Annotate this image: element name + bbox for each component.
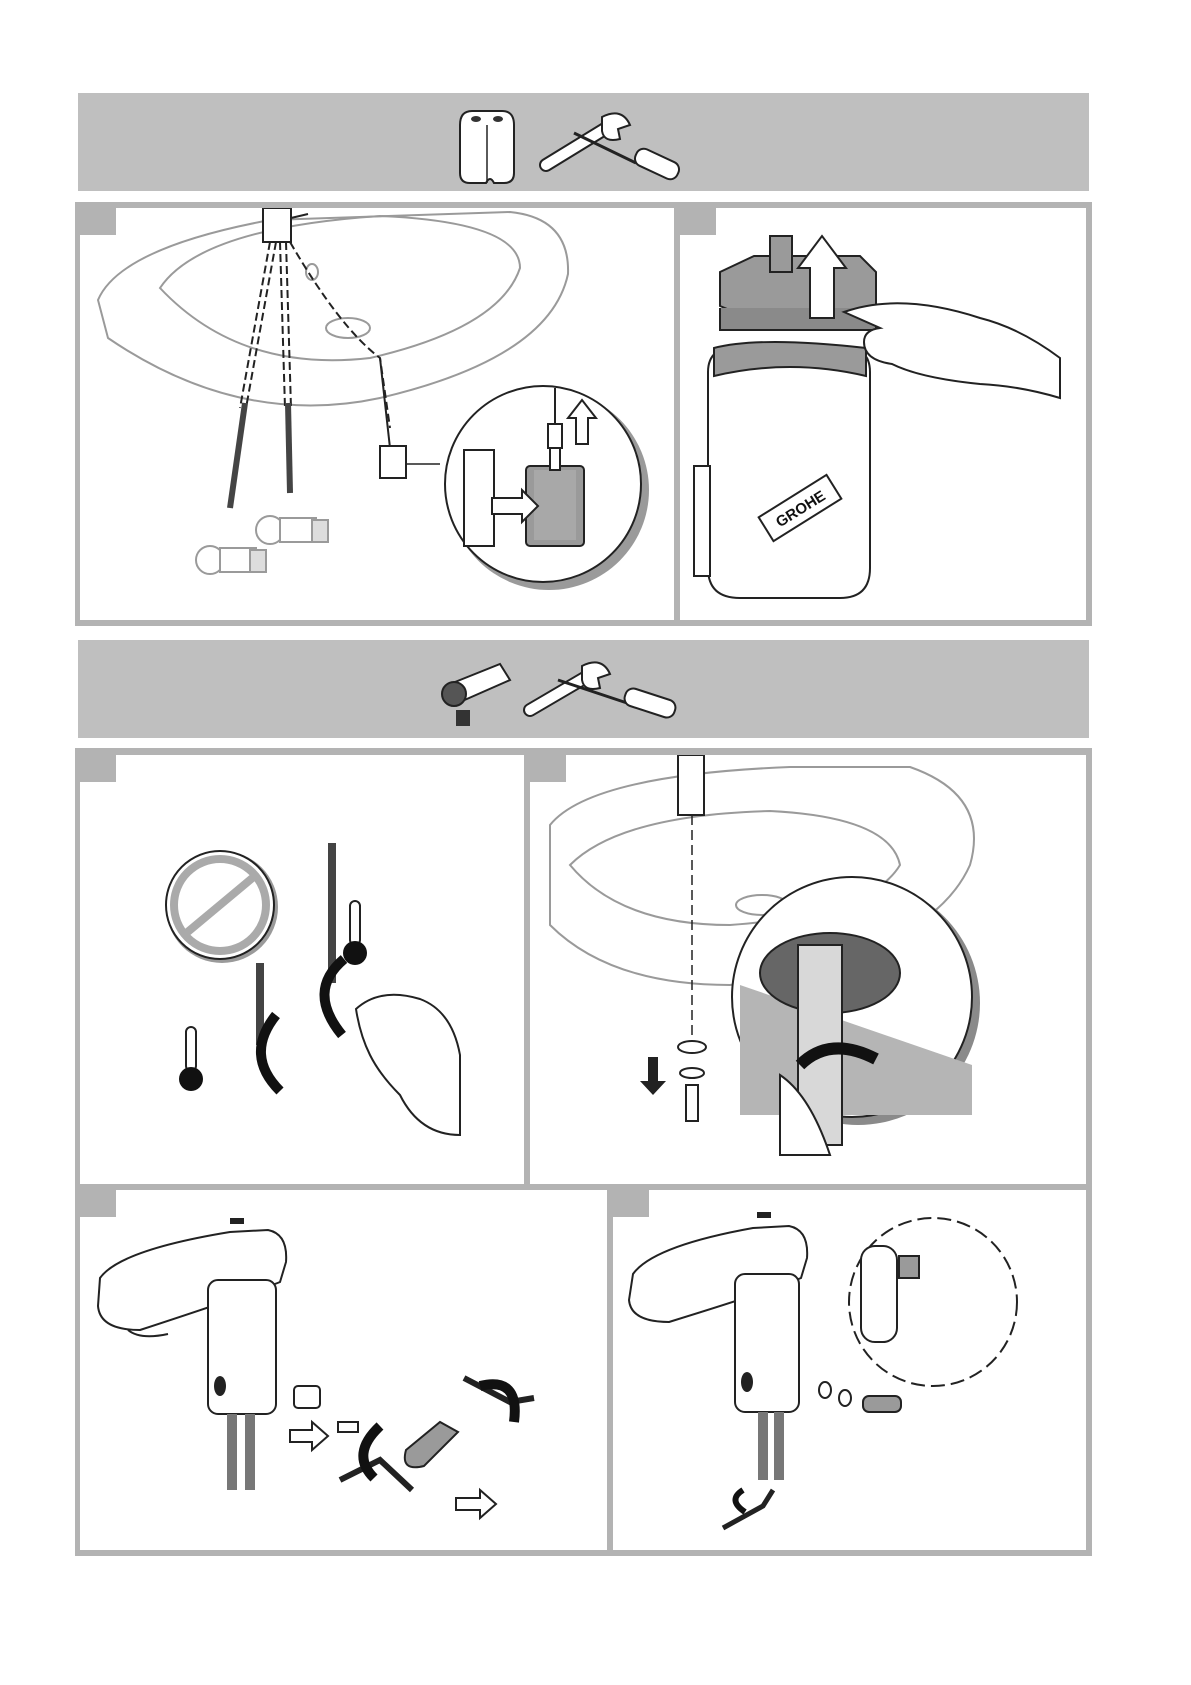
- filter-cleaning-illustration: [613, 1190, 1086, 1550]
- battery-module: [694, 342, 870, 598]
- solenoid-valve-illustration: [80, 1190, 607, 1550]
- braided-hoses: [232, 1414, 250, 1490]
- tool-band-1: [78, 93, 1089, 191]
- replacement-module-icon: [460, 111, 514, 183]
- step-panel-angle-valves: [80, 755, 524, 1185]
- angle-valves-illustration: [80, 755, 524, 1185]
- step-panel-mounting-nut: [530, 755, 1086, 1185]
- angle-valve-left: [196, 546, 266, 574]
- valve-rotate-arrows: [261, 959, 344, 1091]
- tool-band-2: [78, 640, 1089, 738]
- module-removal-illustration: GROHE: [680, 208, 1086, 620]
- faucet-stub: [678, 755, 704, 815]
- thermometer-hot-icon: [179, 1027, 203, 1091]
- braided-hoses: [763, 1412, 779, 1480]
- detail-circle-plug: [445, 386, 649, 590]
- braided-hoses: [230, 403, 290, 508]
- step-panel-solenoid-valve: [80, 1190, 607, 1550]
- angle-valve-right: [256, 516, 328, 544]
- mounting-nut-illustration: [530, 755, 1086, 1185]
- detail-circle-nut: [732, 877, 980, 1155]
- cartridge-filter-icon: [442, 664, 510, 726]
- no-water-icon: [166, 851, 278, 963]
- sensor-cable-illustration: [80, 208, 674, 620]
- valve-handle: [405, 1422, 458, 1467]
- valve-parts: [294, 1386, 358, 1432]
- wrench-screwdriver-icon: [546, 113, 682, 181]
- filter-parts: [819, 1382, 901, 1412]
- tool-band-2-art: [78, 640, 1089, 738]
- faucet-body: [98, 1218, 286, 1414]
- wrench-screwdriver-icon: [530, 662, 678, 719]
- step-panel-module-removal: GROHE: [680, 208, 1086, 620]
- thermometer-cold-icon: [343, 901, 367, 965]
- washer-parts: [678, 1041, 706, 1121]
- detail-circle-filter: [849, 1218, 1017, 1386]
- allen-key-icon: [723, 1490, 773, 1528]
- step-panel-filter-cleaning: [613, 1190, 1086, 1550]
- rotate-arrow-icon: [735, 1490, 745, 1512]
- hand-drawing: [356, 995, 460, 1135]
- down-arrow-icon: [640, 1057, 666, 1095]
- faucet-body: [629, 1212, 807, 1412]
- hand-drawing: [844, 303, 1060, 398]
- step-panel-sensor-cable: [80, 208, 674, 620]
- tool-band-1-art: [78, 93, 1089, 191]
